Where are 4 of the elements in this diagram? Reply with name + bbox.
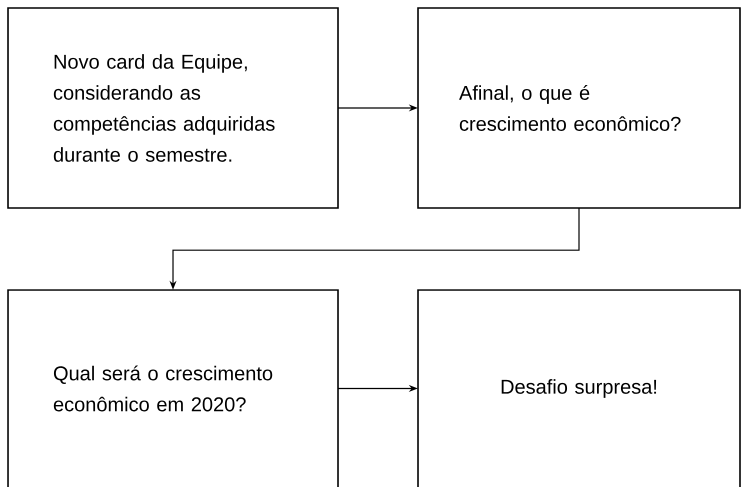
process-box: Novo card da Equipe, considerando as competências adquiridas durante o semestre. xyxy=(7,7,339,209)
process-box: Afinal, o que é crescimento econômico? xyxy=(417,7,741,209)
process-box: Desafio surpresa! xyxy=(417,289,741,487)
process-box: Qual será o crescimento econômico em 2020? xyxy=(7,289,339,487)
